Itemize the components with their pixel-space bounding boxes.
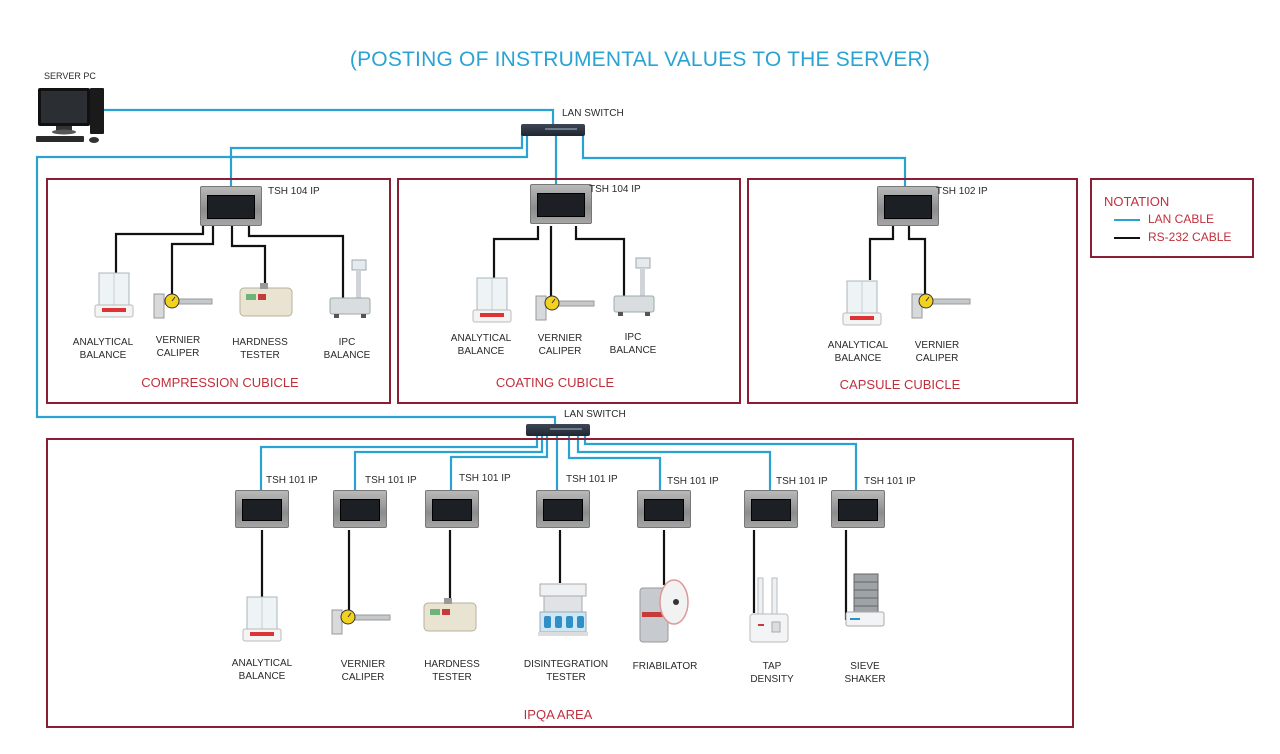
analytical-balance-icon: [472, 277, 512, 323]
cubicle-title: COATING CUBICLE: [495, 375, 615, 390]
tap-density-icon: [749, 577, 789, 643]
compression-cubicle-frame: [46, 178, 391, 404]
vernier-caliper-icon: [331, 609, 391, 635]
lan-ipqa-5: [567, 436, 662, 490]
rs232-coating-ipc: [574, 226, 626, 298]
lan-ipqa-2: [353, 436, 544, 490]
lan-cables: [35, 108, 907, 490]
rs232-compression-ipc: [247, 226, 345, 298]
lan-ipqa-6: [576, 436, 772, 490]
friabilator-icon: [639, 579, 689, 643]
desktop-pc-icon: [36, 88, 104, 143]
server-pc-label: SERVER PC: [44, 71, 96, 81]
terminal-label: TSH 101 IP: [365, 475, 417, 486]
lan-switch-to-capsule: [581, 134, 907, 186]
analytical-balance-icon: [242, 596, 282, 642]
lan-cable-swatch: [1114, 218, 1140, 221]
instrument-label: FRIABILATOR: [632, 661, 698, 672]
lan-ipqa-7: [583, 436, 858, 490]
hmi-terminal-icon: [744, 490, 798, 528]
capsule-cubicle-frame: [747, 178, 1078, 404]
rs232-capsule-caliper: [907, 226, 927, 300]
lan-server-to-switch: [100, 108, 555, 126]
network-switch-icon: [521, 124, 585, 136]
hmi-terminal-icon: [235, 490, 289, 528]
hmi-terminal-icon: [536, 490, 590, 528]
lan-switch-label-bottom: LAN SWITCH: [564, 409, 626, 420]
hmi-terminal-icon: [530, 184, 592, 224]
vernier-caliper-icon: [153, 293, 213, 319]
terminal-label: TSH 101 IP: [566, 474, 618, 485]
terminal-label: TSH 104 IP: [268, 186, 320, 197]
rs232-compression-balance: [114, 226, 205, 273]
legend-item-rs232: RS-232 CABLE: [1114, 230, 1231, 244]
terminal-label: TSH 101 IP: [266, 475, 318, 486]
rs232-capsule-balance: [868, 226, 895, 280]
terminal-label: TSH 101 IP: [667, 476, 719, 487]
hmi-terminal-icon: [877, 186, 939, 226]
ipqa-area-frame: [46, 438, 1074, 728]
vernier-caliper-icon: [911, 293, 971, 319]
rs232-compression-caliper: [170, 226, 215, 300]
terminal-label: TSH 101 IP: [864, 476, 916, 487]
terminal-label: TSH 101 IP: [776, 476, 828, 487]
ipc-balance-icon: [329, 259, 371, 318]
analytical-balance-icon: [842, 280, 882, 326]
legend-item-lan: LAN CABLE: [1114, 212, 1214, 226]
sieve-shaker-icon: [845, 573, 885, 627]
diagram-title: (POSTING OF INSTRUMENTAL VALUES TO THE S…: [349, 48, 931, 71]
rs232-cable-swatch: [1114, 236, 1140, 239]
lan-switch-to-ipqa-switch: [35, 134, 557, 427]
terminal-label: TSH 102 IP: [936, 186, 988, 197]
disintegration-tester-icon: [538, 583, 588, 636]
hmi-terminal-icon: [425, 490, 479, 528]
hardness-tester-icon: [423, 598, 477, 632]
rs232-compression-hardness: [230, 226, 267, 283]
hardness-tester-icon: [239, 283, 293, 317]
lan-switch-to-compression: [229, 134, 524, 186]
terminal-label: TSH 101 IP: [459, 473, 511, 484]
lan-ipqa-1: [259, 436, 539, 490]
network-switch-icon: [526, 424, 590, 436]
lan-switch-label-top: LAN SWITCH: [562, 108, 624, 119]
hmi-terminal-icon: [200, 186, 262, 226]
hmi-terminal-icon: [333, 490, 387, 528]
lan-ipqa-3: [449, 436, 549, 490]
cubicle-title: CAPSULE CUBICLE: [839, 377, 961, 392]
legend-heading: NOTATION: [1104, 194, 1170, 209]
ipqa-area-title: IPQA AREA: [523, 707, 593, 722]
cubicle-title: COMPRESSION CUBICLE: [141, 375, 299, 390]
vernier-caliper-icon: [535, 295, 595, 321]
rs232-coating-balance: [492, 226, 540, 278]
rs232-cables: [114, 226, 927, 620]
coating-cubicle-frame: [397, 178, 741, 404]
terminal-label: TSH 104 IP: [589, 184, 641, 195]
ipc-balance-icon: [613, 257, 655, 316]
notation-legend: NOTATION LAN CABLE RS-232 CABLE: [1090, 178, 1254, 258]
hmi-terminal-icon: [831, 490, 885, 528]
hmi-terminal-icon: [637, 490, 691, 528]
analytical-balance-icon: [94, 272, 134, 318]
